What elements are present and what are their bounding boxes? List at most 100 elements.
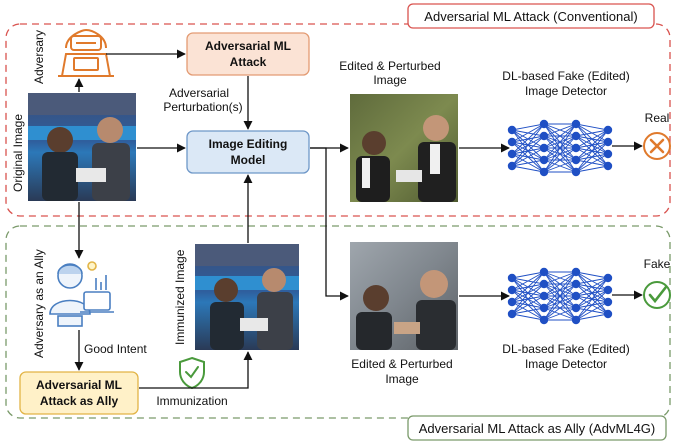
nn-edge (575, 165, 609, 173)
nn-edge (511, 271, 545, 303)
nn-edge (575, 277, 609, 297)
nn-edge (511, 135, 545, 167)
nn-edge (543, 271, 577, 285)
conventional-region (5, 23, 671, 217)
nn-node (603, 273, 613, 283)
fake-check-icon (643, 281, 671, 309)
adversarial-ml-attack-ally-line1: Adversarial ML (36, 378, 122, 392)
immunization-label: Immunization (156, 394, 227, 408)
nn-edge (575, 277, 609, 285)
nn-node (507, 137, 517, 147)
nn-node (603, 149, 613, 159)
nn-edge (511, 283, 545, 315)
nn-edge (575, 141, 609, 173)
adversarial-ml-attack-line2: Attack (230, 55, 267, 69)
nn-edge (575, 153, 609, 173)
nn-edge (543, 135, 577, 173)
nn-edge (575, 277, 609, 321)
detector-bottom-line1: DL-based Fake (Edited) (502, 342, 629, 356)
nn-edge (511, 295, 545, 315)
nn-node (539, 167, 549, 177)
detector-top-line1: DL-based Fake (Edited) (502, 69, 629, 83)
nn-edge (511, 123, 545, 155)
image-editing-model-line1: Image Editing (209, 137, 288, 151)
nn-edge (511, 147, 545, 167)
nn-edge (511, 123, 545, 167)
nn-node (571, 143, 581, 153)
nn-edge (511, 123, 545, 143)
result-fake-label: Fake (644, 257, 671, 271)
nn-node (603, 309, 613, 319)
shield-check-icon (179, 356, 205, 390)
nn-node (539, 291, 549, 301)
edited-top-line2: Image (373, 73, 407, 87)
original-image (28, 93, 136, 201)
nn-edge (543, 123, 577, 149)
nn-edge (575, 271, 609, 279)
nn-node (571, 315, 581, 325)
nn-edge (511, 307, 545, 315)
adversarial-perturbation-line2: Perturbation(s) (163, 100, 242, 114)
nn-edge (543, 147, 577, 173)
nn-node (507, 149, 517, 159)
nn-edge (543, 271, 577, 297)
conventional-title-box (407, 3, 655, 29)
edited-top-line1: Edited & Perturbed (339, 59, 440, 73)
nn-edge (543, 283, 577, 321)
nn-node (539, 267, 549, 277)
edited-perturbed-image-top (350, 94, 458, 202)
arrow-model-to-bottom-edited (310, 147, 349, 301)
nn-edge (511, 271, 545, 315)
ally-region (5, 225, 671, 419)
nn-edge (575, 129, 609, 161)
nn-edge (511, 123, 545, 131)
real-x-icon (643, 132, 671, 160)
nn-node (603, 285, 613, 295)
nn-node (507, 161, 517, 171)
nn-node (571, 267, 581, 277)
nn-node (507, 297, 517, 307)
nn-node (571, 279, 581, 289)
nn-edge (575, 129, 609, 173)
nn-node (571, 131, 581, 141)
nn-edge (543, 123, 577, 137)
good-intent-label: Good Intent (84, 342, 147, 356)
detector-top-line2: Image Detector (525, 84, 607, 98)
nn-node (571, 119, 581, 129)
nn-node (603, 137, 613, 147)
nn-edge (511, 159, 545, 167)
nn-node (571, 167, 581, 177)
detector-bottom-line2: Image Detector (525, 357, 607, 371)
nn-edge (543, 295, 577, 321)
nn-edge (511, 271, 545, 291)
edited-bottom-line2: Image (385, 372, 419, 386)
nn-edge (543, 159, 577, 173)
nn-node (571, 291, 581, 301)
nn-edge (543, 123, 577, 173)
nn-edge (511, 165, 545, 173)
nn-edge (575, 123, 609, 131)
nn-edge (575, 313, 609, 321)
nn-edge (575, 277, 609, 309)
ally-title: Adversarial ML Attack as Ally (AdvML4G) (419, 421, 656, 436)
arrows (74, 49, 643, 389)
adversarial-ml-attack-ally-line2: Attack as Ally (40, 394, 119, 408)
adversarial-ml-attack-line1: Adversarial ML (205, 39, 291, 53)
arrow-attack-to-immunized (139, 351, 253, 389)
adversary-as-ally-label: Adversary as an Ally (32, 249, 46, 358)
nn-node (603, 297, 613, 307)
nn-edge (543, 271, 577, 321)
nn-node (507, 125, 517, 135)
original-image-label: Original Image (11, 114, 25, 192)
nn-node (539, 279, 549, 289)
nn-edge (543, 271, 577, 309)
neural-network-icon-bottom (507, 267, 613, 325)
nn-node (571, 155, 581, 165)
nn-node (507, 285, 517, 295)
nn-node (603, 125, 613, 135)
adversary-label: Adversary (32, 30, 46, 84)
adversarial-perturbation-line1: Adversarial (169, 86, 229, 100)
nn-edge (575, 129, 609, 137)
